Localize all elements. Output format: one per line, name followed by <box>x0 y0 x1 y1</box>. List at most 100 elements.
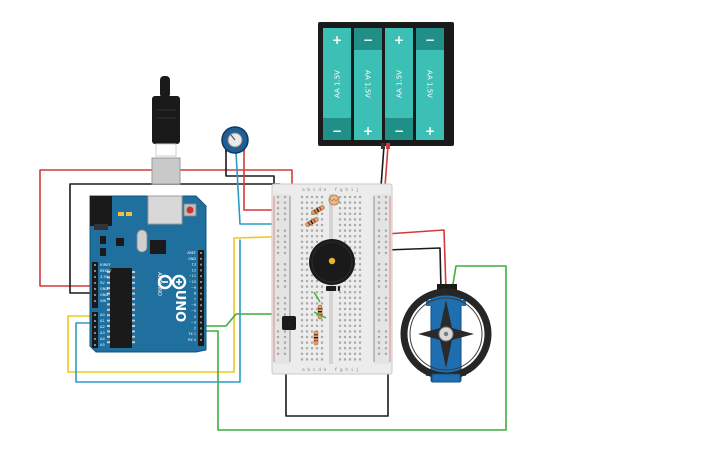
breadboard-hole[interactable] <box>358 201 362 204</box>
breadboard-hole[interactable] <box>384 307 388 311</box>
breadboard-hole[interactable] <box>384 279 388 283</box>
breadboard-hole[interactable] <box>348 335 352 339</box>
breadboard-hole[interactable] <box>343 291 347 294</box>
breadboard-hole[interactable] <box>300 324 304 327</box>
breadboard-hole[interactable] <box>343 223 347 227</box>
breadboard-hole[interactable] <box>348 229 352 232</box>
breadboard-hole[interactable] <box>320 229 324 232</box>
header-pin[interactable] <box>94 270 96 272</box>
breadboard-hole[interactable] <box>358 212 362 215</box>
breadboard-hole[interactable] <box>358 307 362 311</box>
breadboard-hole[interactable] <box>305 229 309 232</box>
breadboard-hole[interactable] <box>276 268 280 271</box>
breadboard-hole[interactable] <box>358 279 362 283</box>
breadboard-hole[interactable] <box>283 330 287 333</box>
breadboard-hole[interactable] <box>320 218 324 221</box>
breadboard-hole[interactable] <box>377 279 381 283</box>
header-pin[interactable] <box>200 292 202 295</box>
breadboard-hole[interactable] <box>348 235 352 238</box>
breadboard-hole[interactable] <box>305 240 309 243</box>
breadboard-hole[interactable] <box>353 240 357 243</box>
breadboard-hole[interactable] <box>283 212 287 215</box>
breadboard-hole[interactable] <box>377 274 381 277</box>
breadboard-hole[interactable] <box>310 207 314 210</box>
breadboard-hole[interactable] <box>377 207 381 210</box>
breadboard-hole[interactable] <box>377 201 381 204</box>
breadboard-hole[interactable] <box>305 257 309 260</box>
breadboard-hole[interactable] <box>384 246 388 249</box>
breadboard-hole[interactable] <box>300 330 304 333</box>
breadboard-hole[interactable] <box>377 330 381 333</box>
breadboard-hole[interactable] <box>348 352 352 355</box>
breadboard-hole[interactable] <box>353 223 357 227</box>
breadboard-hole[interactable] <box>310 223 314 227</box>
breadboard-hole[interactable] <box>358 302 362 305</box>
breadboard-hole[interactable] <box>384 207 388 210</box>
breadboard-hole[interactable] <box>338 302 342 305</box>
resistor-led[interactable] <box>313 330 319 346</box>
transistor[interactable]: · <box>282 316 296 330</box>
breadboard-hole[interactable] <box>358 330 362 333</box>
breadboard-hole[interactable] <box>276 251 280 255</box>
breadboard-hole[interactable] <box>276 229 280 232</box>
breadboard-hole[interactable] <box>305 279 309 283</box>
breadboard-hole[interactable] <box>353 313 357 316</box>
breadboard-hole[interactable] <box>300 335 304 339</box>
breadboard-hole[interactable] <box>300 352 304 355</box>
breadboard-hole[interactable] <box>305 274 309 277</box>
breadboard-hole[interactable] <box>384 212 388 215</box>
breadboard-hole[interactable] <box>353 352 357 355</box>
breadboard-hole[interactable] <box>338 347 342 350</box>
breadboard-hole[interactable] <box>348 285 352 288</box>
breadboard-hole[interactable] <box>343 240 347 243</box>
battery-pack[interactable]: +−AA 1.5V−+AA 1.5V+−AA 1.5V−+AA 1.5V <box>318 22 454 149</box>
breadboard-hole[interactable] <box>315 319 319 322</box>
breadboard-hole[interactable] <box>338 352 342 355</box>
breadboard-hole[interactable] <box>358 240 362 243</box>
breadboard-hole[interactable] <box>300 235 304 238</box>
breadboard-hole[interactable] <box>348 212 352 215</box>
breadboard-hole[interactable] <box>310 319 314 322</box>
breadboard-hole[interactable] <box>300 229 304 232</box>
breadboard-hole[interactable] <box>353 218 357 221</box>
breadboard-hole[interactable] <box>377 235 381 238</box>
breadboard-hole[interactable] <box>353 235 357 238</box>
breadboard-hole[interactable] <box>343 235 347 238</box>
breadboard-hole[interactable] <box>343 319 347 322</box>
photoresistor[interactable] <box>328 194 340 206</box>
breadboard-hole[interactable] <box>338 223 342 227</box>
header-pin[interactable] <box>94 282 96 284</box>
header-pin[interactable] <box>94 344 96 346</box>
breadboard-hole[interactable] <box>276 341 280 344</box>
breadboard-hole[interactable] <box>305 268 309 271</box>
breadboard-hole[interactable] <box>283 218 287 221</box>
breadboard-hole[interactable] <box>338 212 342 215</box>
breadboard-hole[interactable] <box>348 307 352 311</box>
breadboard-hole[interactable] <box>276 240 280 243</box>
servo-motor[interactable] <box>400 284 492 383</box>
breadboard-hole[interactable] <box>310 229 314 232</box>
breadboard-hole[interactable] <box>310 335 314 339</box>
breadboard-hole[interactable] <box>377 240 381 243</box>
breadboard-hole[interactable] <box>384 352 388 355</box>
breadboard-hole[interactable] <box>315 195 319 199</box>
breadboard-hole[interactable] <box>310 218 314 221</box>
breadboard-hole[interactable] <box>384 195 388 199</box>
breadboard-hole[interactable] <box>276 319 280 322</box>
breadboard-hole[interactable] <box>300 291 304 294</box>
breadboard-hole[interactable] <box>377 263 381 266</box>
breadboard-hole[interactable] <box>384 218 388 221</box>
breadboard-hole[interactable] <box>283 335 287 339</box>
breadboard-hole[interactable] <box>310 347 314 350</box>
breadboard-hole[interactable] <box>358 347 362 350</box>
breadboard-hole[interactable] <box>320 223 324 227</box>
breadboard-hole[interactable] <box>300 347 304 350</box>
breadboard-hole[interactable] <box>384 263 388 266</box>
breadboard-hole[interactable] <box>348 358 352 361</box>
breadboard-hole[interactable] <box>300 212 304 215</box>
header-pin[interactable] <box>200 321 202 324</box>
breadboard-hole[interactable] <box>377 195 381 199</box>
breadboard-hole[interactable] <box>276 307 280 311</box>
breadboard-hole[interactable] <box>305 285 309 288</box>
breadboard-hole[interactable] <box>353 263 357 266</box>
